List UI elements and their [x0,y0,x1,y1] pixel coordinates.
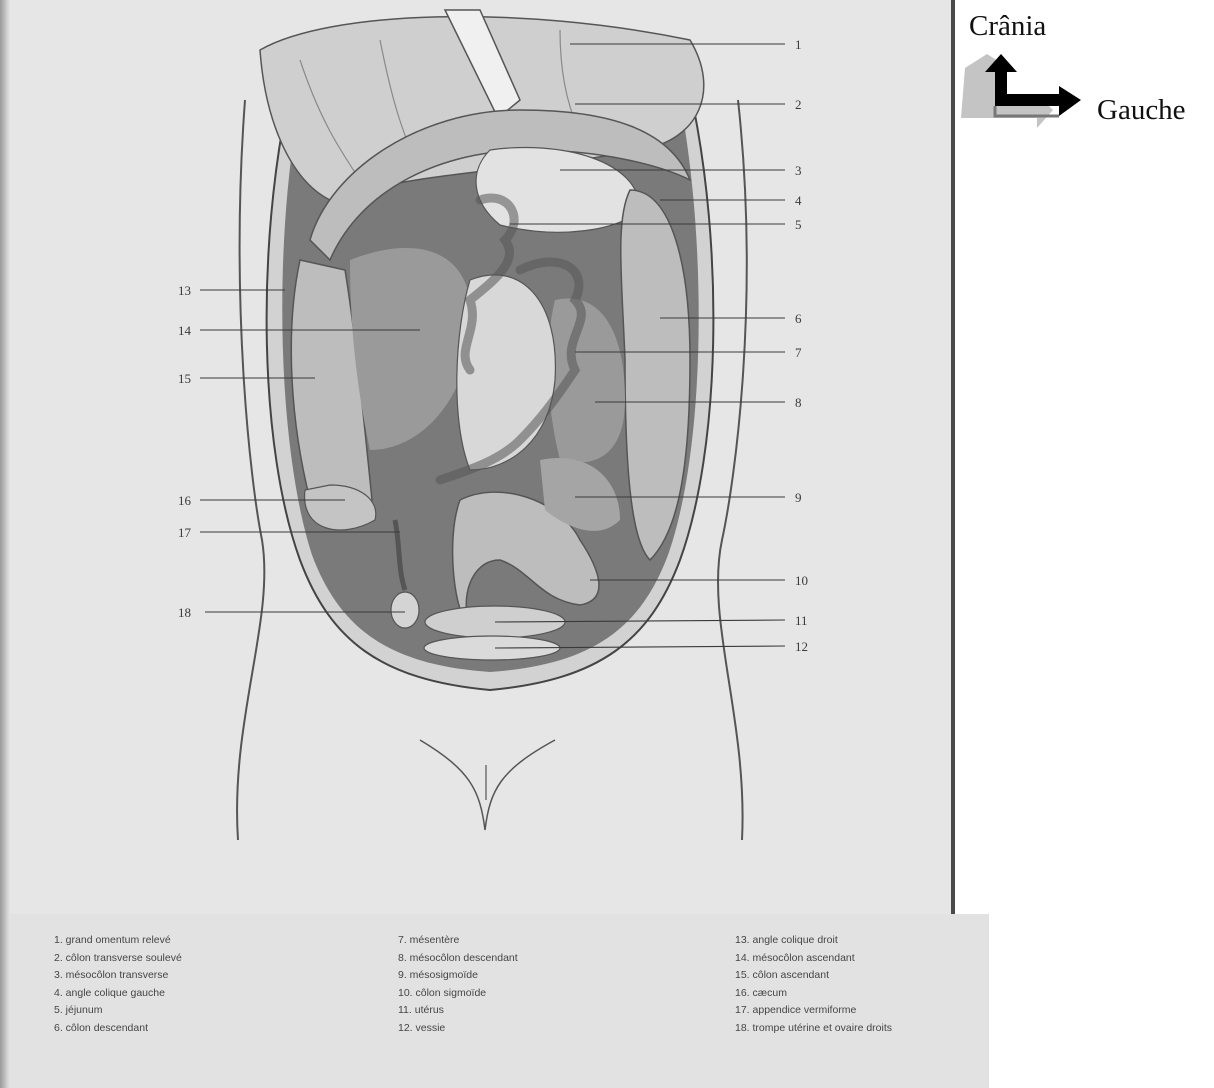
legend-item: 12. vessie [398,1020,518,1038]
legend-column-3: 13. angle colique droit 14. mésocôlon as… [735,932,892,1037]
callout-16: 16 [178,494,191,507]
legend-item: 14. mésocôlon ascendant [735,950,892,968]
right-ovary [391,592,419,628]
callout-12: 12 [795,640,808,653]
callout-18: 18 [178,606,191,619]
body-outline-right [718,100,747,840]
legend-item: 15. côlon ascendant [735,967,892,985]
legend-item: 11. utérus [398,1002,518,1020]
callout-1: 1 [795,38,802,51]
callout-14: 14 [178,324,191,337]
callout-10: 10 [795,574,808,587]
legend-item: 6. côlon descendant [54,1020,182,1038]
legend-column-2: 7. mésentère 8. mésocôlon descendant 9. … [398,932,518,1037]
legend-item: 10. côlon sigmoïde [398,985,518,1003]
legend-panel: 1. grand omentum relevé 2. côlon transve… [10,914,989,1088]
left-label: Gauche [1097,94,1186,127]
callout-17: 17 [178,526,191,539]
callout-3: 3 [795,164,802,177]
callout-5: 5 [795,218,802,231]
callout-2: 2 [795,98,802,111]
legend-item: 3. mésocôlon transverse [54,967,182,985]
callout-8: 8 [795,396,802,409]
legend-item: 5. jéjunum [54,1002,182,1020]
abdomen-illustration [0,0,955,914]
legend-item: 4. angle colique gauche [54,985,182,1003]
legend-item: 17. appendice vermiforme [735,1002,892,1020]
legend-item: 18. trompe utérine et ovaire droits [735,1020,892,1038]
callout-15: 15 [178,372,191,385]
callout-6: 6 [795,312,802,325]
legend-item: 7. mésentère [398,932,518,950]
callout-4: 4 [795,194,802,207]
pubic-outline [420,740,555,830]
legend-item: 13. angle colique droit [735,932,892,950]
legend-item: 9. mésosigmoïde [398,967,518,985]
legend-item: 2. côlon transverse soulevé [54,950,182,968]
legend-item: 16. cæcum [735,985,892,1003]
callout-9: 9 [795,491,802,504]
legend-column-1: 1. grand omentum relevé 2. côlon transve… [54,932,182,1037]
legend-item: 8. mésocôlon descendant [398,950,518,968]
callout-7: 7 [795,346,802,359]
legend-item: 1. grand omentum relevé [54,932,182,950]
callout-11: 11 [795,614,808,627]
body-outline-left [237,100,264,840]
callout-13: 13 [178,284,191,297]
cranial-label: Crânia [969,10,1046,43]
